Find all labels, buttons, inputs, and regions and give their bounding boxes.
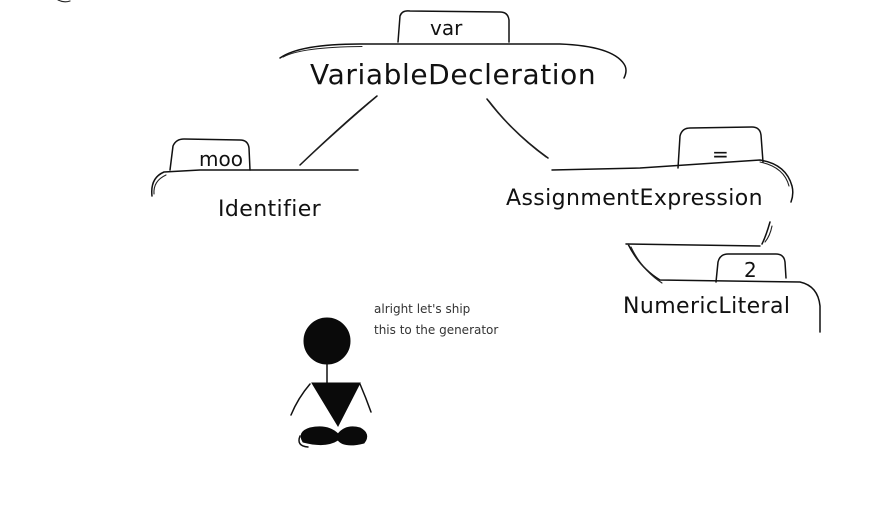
corner-mark (57, 0, 71, 3)
node-value-var: var (430, 16, 463, 40)
node-value-2: 2 (744, 258, 757, 282)
tree-edges (299, 95, 773, 245)
node-outline (551, 159, 794, 203)
edge-assignment-to-numeric (761, 221, 771, 245)
tab-outline (715, 253, 787, 283)
stick-figure-icon (290, 317, 372, 448)
node-assignment-expression: = AssignmentExpression (506, 126, 794, 211)
node-numeric-literal: 2 NumericLiteral (623, 243, 821, 333)
node-variable-decleration: var VariableDecleration (279, 10, 627, 91)
node-type-variable-decleration: VariableDecleration (310, 58, 596, 91)
tab-outline (397, 10, 510, 43)
tab-outline (169, 138, 251, 171)
node-type-assignment-expression: AssignmentExpression (506, 186, 763, 211)
node-outline (279, 43, 627, 79)
node-outline (151, 169, 359, 197)
tab-outline (677, 126, 764, 169)
figure-head (303, 317, 351, 365)
edge-root-to-assignment (486, 98, 549, 159)
node-value-equals: = (712, 142, 729, 166)
figure-left-arm (290, 383, 311, 416)
figure-torso (311, 382, 361, 428)
speech-bubble: alright let's ship this to the generator (374, 302, 498, 337)
node-identifier: moo Identifier (151, 138, 359, 222)
speech-line-2: this to the generator (374, 323, 498, 337)
figure-right-arm (359, 383, 372, 413)
node-type-numeric-literal: NumericLiteral (623, 294, 790, 319)
node-value-moo: moo (199, 147, 243, 171)
figure-legs (300, 426, 368, 446)
speech-line-1: alright let's ship (374, 302, 470, 316)
node-type-identifier: Identifier (218, 197, 322, 222)
